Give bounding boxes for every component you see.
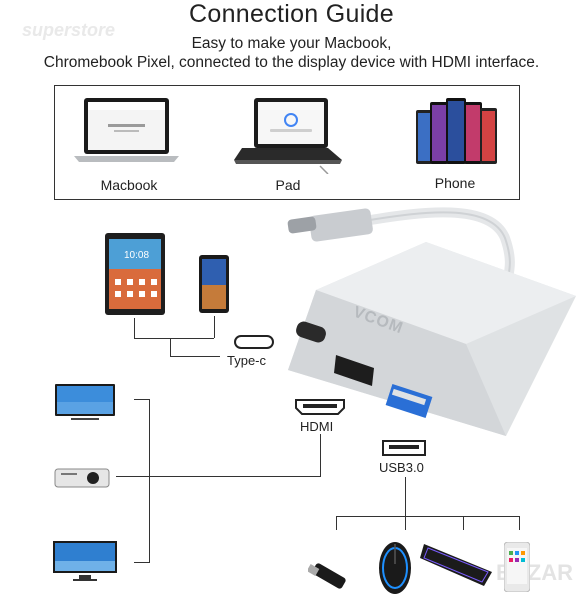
connector-line [405,516,406,530]
usb-flash-drive-icon [308,563,346,589]
connector-line [463,516,464,530]
page-subtitle: Easy to make your Macbook, Chromebook Pi… [0,34,583,72]
subtitle-line-2: Chromebook Pixel, connected to the displ… [43,54,540,71]
device-label-phone: Phone [434,175,476,191]
connector-line [214,316,215,338]
monitor-icon [53,541,117,581]
connector-line [134,399,150,400]
page-title: Connection Guide [189,0,394,28]
subtitle-line-1: Easy to make your Macbook, [191,35,392,52]
source-devices-box [54,85,520,200]
tablet-icon [105,233,165,315]
usb-c-cable [287,207,515,278]
connector-line [336,516,520,517]
mouse-icon [379,542,411,594]
connector-line [405,477,406,516]
connector-line [134,318,135,338]
port-label-hdmi: HDMI [300,419,334,434]
device-label-macbook: Macbook [100,177,158,193]
connector-line [134,562,150,563]
hdmi-port-icon [295,399,345,415]
port-label-usb: USB3.0 [379,460,424,475]
connector-line [116,476,321,477]
pad-icon [234,98,342,174]
vcom-adapter [288,242,576,436]
port-label-typec: Type-c [227,353,267,368]
device-label-pad: Pad [275,177,301,193]
smartphone-usb-icon [504,542,530,592]
connector-line [149,399,150,562]
watermark: superstore [22,20,116,40]
connector-line [320,434,321,477]
smartphone-icon [199,255,229,313]
macbook-icon [74,98,179,162]
usb-port-icon [382,440,426,456]
connector-line [170,338,171,356]
connector-line [134,338,214,339]
connector-line [519,516,520,530]
keyboard-icon [420,544,492,586]
tv-icon [55,384,115,420]
projector-icon [54,468,110,488]
typec-port-icon [234,335,274,349]
connector-line [336,516,337,530]
phone-icon [416,98,497,164]
connector-line [170,356,220,357]
tablet-time: 10:08 [124,250,150,261]
